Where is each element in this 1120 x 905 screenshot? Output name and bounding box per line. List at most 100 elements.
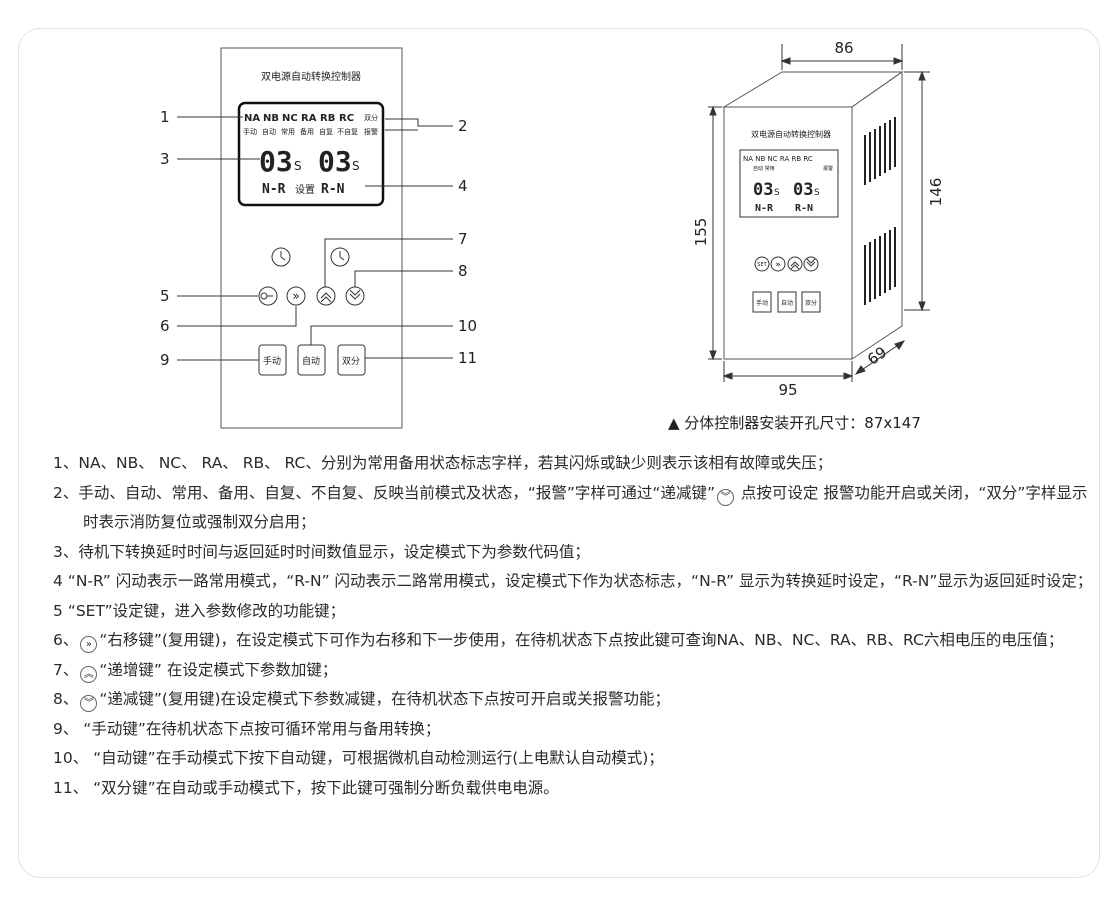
lcd-mode-manual: 手动 — [243, 127, 257, 136]
note-4: 4 “N-R” 闪动表示一路常用模式，“R-N” 闪动表示二路常用模式，设定模式… — [53, 572, 1093, 590]
set-button[interactable] — [258, 286, 278, 306]
iso-split-button[interactable]: 双分 — [801, 291, 821, 313]
note-2: 2、手动、自动、常用、备用、自复、不自复、反映当前模式及状态，“报警”字样可通过… — [53, 479, 1093, 538]
iso-set-button[interactable]: SET — [754, 256, 770, 272]
front-panel-diagram: 双电源自动转换控制器 NA NB NC RA RB RC 双分 手动 自动 常用… — [160, 47, 477, 429]
note-6: 6、»“右移键”(复用键)，在设定模式下可作为右移和下一步使用，在待机状态下点按… — [53, 626, 1093, 656]
lcd-status-rc: RC — [339, 113, 354, 124]
lcd-status-split: 双分 — [364, 113, 378, 122]
iso-lcd-digits-right: 03 — [793, 180, 813, 200]
iso-lcd-unit-right: S — [814, 188, 820, 198]
iso-split-label: 双分 — [805, 299, 817, 307]
note-7-text: “递增键” 在设定模式下参数加键； — [99, 660, 338, 679]
lcd-mode-standby: 备用 — [300, 127, 314, 136]
lcd-mode-alarm: 报警 — [364, 127, 378, 136]
lcd-status-nb: NB — [263, 113, 279, 124]
lcd-screen — [237, 101, 385, 207]
increment-button[interactable] — [316, 286, 336, 306]
decrement-icon: ︾ — [717, 488, 734, 506]
lcd-status-na: NA — [244, 113, 260, 124]
lcd-unit-right: S — [352, 159, 360, 173]
auto-button-label: 自动 — [302, 355, 320, 367]
note-5: 5 “SET”设定键，进入参数修改的功能键； — [53, 601, 346, 620]
note-10: 10、 “自动键”在手动模式下按下自动键，可根据微机自动检测运行(上电默认自动模… — [53, 749, 664, 767]
vent-slots — [864, 117, 896, 305]
dimension-lines — [708, 44, 930, 382]
callout-10: 10 — [458, 317, 477, 335]
callout-9: 9 — [160, 351, 170, 369]
iso-manual-button[interactable]: 手动 — [752, 291, 772, 313]
note-6-text: “右移键”(复用键)，在设定模式下可作为右移和下一步使用，在待机状态下点按此键可… — [99, 631, 1064, 649]
cutout-caption: ▲ 分体控制器安装开孔尺寸：87x147 — [668, 414, 921, 432]
right-shift-button[interactable]: » — [286, 286, 306, 306]
dim-front-height: 155 — [692, 218, 710, 247]
iso-title: 双电源自动转换控制器 — [751, 129, 831, 139]
iso-auto-label: 自动 — [781, 299, 793, 307]
lcd-status-nc: NC — [282, 113, 298, 124]
callout-2: 2 — [458, 117, 468, 135]
lcd-status-row: NA NB NC RA RB RC — [244, 113, 354, 124]
iso-manual-label: 手动 — [756, 299, 768, 307]
iso-lcd-status: NA NB NC RA RB RC — [743, 155, 813, 163]
dim-front-width: 95 — [778, 381, 797, 399]
lcd-mode-normal: 常用 — [281, 127, 295, 136]
note-8: 8、︾“递减键”(复用键)在设定模式下参数减键，在待机状态下点按可开启或关报警功… — [53, 685, 1093, 715]
iso-lcd-mode-right: 报警 — [823, 165, 833, 172]
callout-lines — [177, 116, 453, 361]
callout-7: 7 — [458, 230, 468, 248]
callout-3: 3 — [160, 150, 170, 168]
note-2-part-b: 点按可设定 报警功能开启或关闭，“双分”字样显示时表示消防复位或强制双分启用； — [83, 483, 1088, 532]
lcd-mode-auto: 自动 — [262, 127, 276, 136]
callout-5: 5 — [160, 287, 170, 305]
iso-lcd-mode-left: 自动 常用 — [753, 165, 775, 172]
note-6-number: 6、 — [53, 631, 79, 649]
iso-lcd-unit-left: S — [774, 188, 780, 198]
increment-icon: ︽ — [80, 665, 98, 683]
lcd-setting-label: 设置 — [295, 184, 315, 196]
manual-button-label: 手动 — [263, 355, 281, 367]
callout-6: 6 — [160, 317, 170, 335]
lcd-status-ra: RA — [301, 113, 317, 124]
note-1: 1、NA、NB、 NC、 RA、 RB、 RC、分别为常用备用状态标志字样，若其… — [53, 454, 833, 472]
split-button-label: 双分 — [342, 356, 360, 367]
split-button[interactable]: 双分 — [337, 344, 366, 376]
clock-icon — [330, 247, 350, 267]
lcd-digits-right: 03 — [318, 145, 352, 178]
lcd-mode-noreset: 不自复 — [337, 127, 358, 136]
lcd-mode-selfreset: 自复 — [319, 127, 333, 136]
iso-right-shift-button[interactable]: » — [770, 256, 786, 272]
iso-decrement-button[interactable] — [803, 256, 819, 272]
lcd-nr-label: N-R — [262, 182, 286, 197]
lcd-digits-left: 03 — [259, 145, 293, 178]
iso-controller-diagram: 双电源自动转换控制器 NA NB NC RA RB RC 自动 常用 报警 03… — [692, 39, 945, 399]
lcd-rn-label: R-N — [321, 182, 345, 197]
note-2-part-a: 2、手动、自动、常用、备用、自复、不自复、反映当前模式及状态，“报警”字样可通过… — [53, 483, 715, 502]
decrement-button[interactable] — [345, 286, 365, 306]
note-7: 7、︽“递增键” 在设定模式下参数加键； — [53, 656, 1093, 686]
front-panel-title: 双电源自动转换控制器 — [261, 70, 361, 83]
decrement-icon: ︾ — [80, 695, 98, 712]
auto-button[interactable]: 自动 — [297, 344, 326, 376]
note-8-number: 8、 — [53, 690, 79, 708]
right-shift-icon: » — [80, 636, 98, 653]
double-chevron-right-icon: » — [775, 260, 781, 270]
iso-lcd-nr: N-R — [755, 203, 774, 214]
dim-top-width: 86 — [834, 39, 853, 57]
iso-increment-button[interactable] — [787, 256, 803, 272]
callout-1: 1 — [160, 108, 170, 126]
lcd-unit-left: S — [294, 159, 302, 173]
callout-8: 8 — [458, 262, 468, 280]
note-7-number: 7、 — [53, 660, 79, 679]
iso-lcd-screen — [739, 149, 839, 218]
notes-list: 1、NA、NB、 NC、 RA、 RB、 RC、分别为常用备用状态标志字样，若其… — [53, 449, 1093, 803]
note-3: 3、待机下转换延时时间与返回延时时间数值显示，设定模式下为参数代码值； — [53, 542, 590, 561]
dim-side-height: 146 — [927, 178, 945, 207]
lcd-status-rb: RB — [320, 113, 335, 124]
iso-auto-button[interactable]: 自动 — [777, 291, 797, 313]
content-card — [18, 28, 1100, 878]
double-chevron-right-icon: » — [292, 289, 299, 303]
iso-set-icon: SET — [757, 262, 767, 268]
iso-lcd-rn: R-N — [795, 203, 813, 214]
lcd-mode-row: 手动 自动 常用 备用 自复 不自复 报警 — [243, 127, 378, 136]
callout-4: 4 — [458, 177, 468, 195]
